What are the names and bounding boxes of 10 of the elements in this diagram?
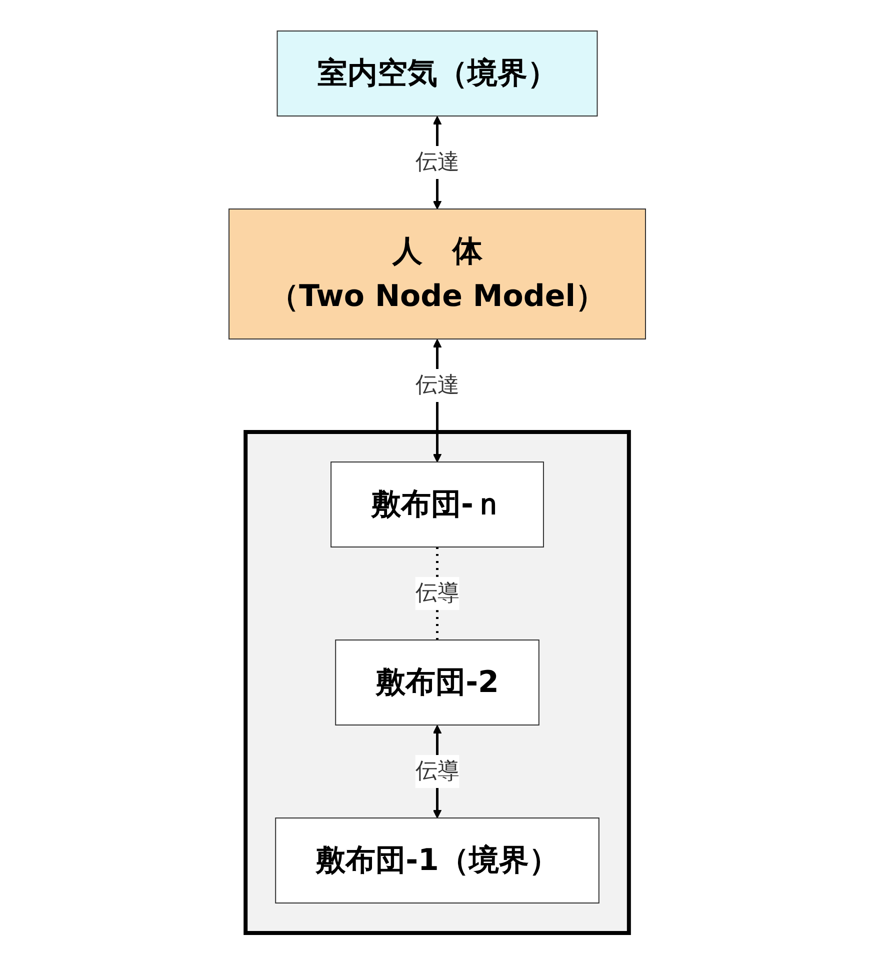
edge-label: 伝導	[416, 759, 460, 784]
node-box: 人 体 （Two Node Model）	[228, 208, 646, 340]
edge-label: 伝達	[416, 373, 460, 398]
node-box: 室内空気（境界）	[277, 30, 598, 116]
edge-label: 伝導	[416, 581, 460, 606]
cluster	[244, 430, 632, 935]
edge-label: 伝達	[416, 150, 460, 175]
node-box: 敷布団-1（境界）	[275, 818, 600, 904]
node-box: 敷布団-2	[335, 640, 540, 726]
node-box: 敷布団-ｎ	[330, 462, 544, 548]
